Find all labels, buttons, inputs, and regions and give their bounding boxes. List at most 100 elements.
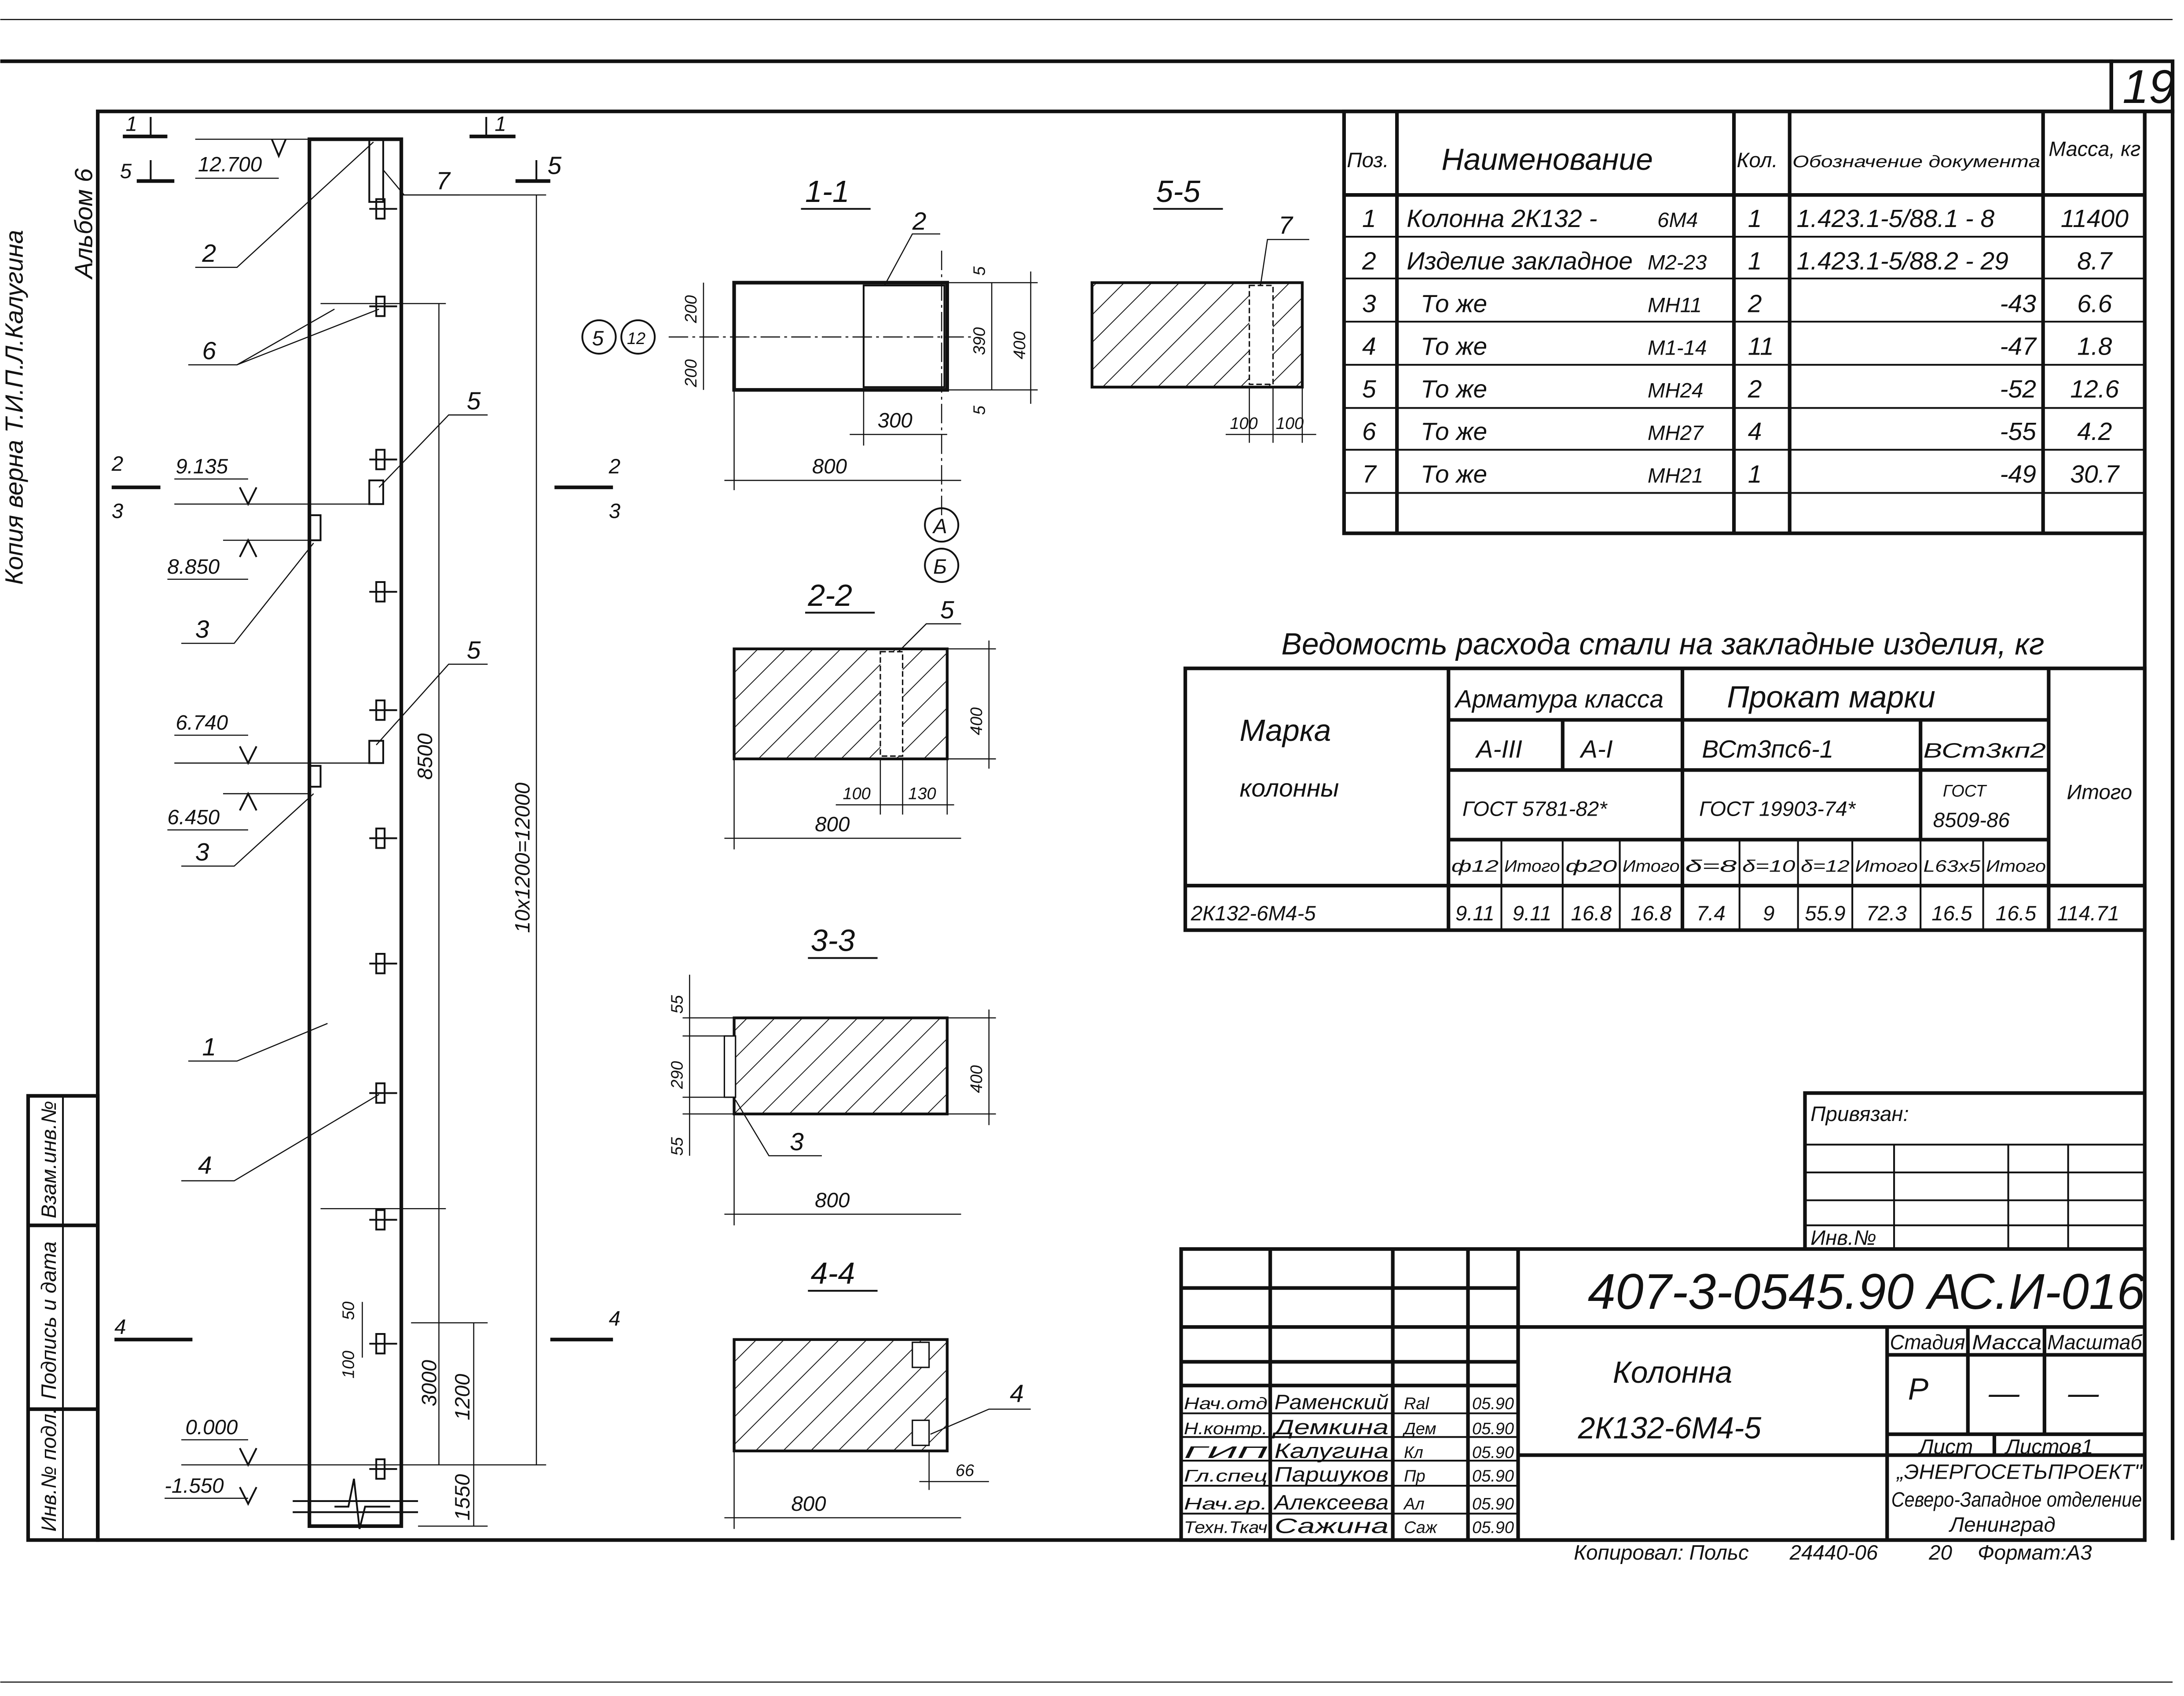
cut-1-right: 1 bbox=[495, 113, 506, 136]
spec-doc: 1.423.1-5/88.1 - 8 bbox=[1797, 205, 1995, 233]
spec-mass: 1.8 bbox=[2077, 332, 2112, 360]
pos-label: 5 bbox=[940, 596, 954, 624]
embedded-part-7 bbox=[368, 138, 385, 203]
header-mark-2: колонны bbox=[1239, 774, 1339, 802]
stage-header: Стадия bbox=[1890, 1331, 1965, 1354]
signer-role: Н.контр. bbox=[1184, 1420, 1268, 1438]
dim: 800 bbox=[791, 1492, 826, 1516]
footer: Копировал: Польс 24440-06 20 Формат:А3 bbox=[1574, 1541, 2092, 1564]
cut-5-left: 5 bbox=[120, 160, 132, 183]
gost-label: ГОСТ bbox=[1943, 782, 1987, 800]
cut-2-left: 2 bbox=[111, 452, 123, 476]
spec-doc: -55 bbox=[2000, 418, 2037, 446]
mass-header: Масса bbox=[1972, 1331, 2041, 1354]
signer-name: Раменский bbox=[1275, 1391, 1389, 1414]
section-4-4: 4-4 4 66 800 bbox=[724, 1256, 1031, 1529]
gost-19903: ГОСТ 19903-74* bbox=[1699, 798, 1856, 821]
steel-value: 55.9 bbox=[1805, 902, 1845, 925]
org-city: Ленинград bbox=[1949, 1513, 2056, 1537]
spec-name: То же bbox=[1421, 290, 1487, 318]
cut-3-left: 3 bbox=[112, 499, 123, 523]
signer-signature: Ал bbox=[1403, 1495, 1425, 1513]
spec-mark: М2-23 bbox=[1648, 251, 1707, 275]
leader-3b: 3 bbox=[195, 838, 209, 866]
dim: 400 bbox=[1011, 331, 1029, 359]
steel-subheader: Итого bbox=[1623, 857, 1680, 875]
steel-table: Ведомость расхода стали на закладные изд… bbox=[1183, 627, 2147, 932]
section-5-5: 5-5 7 100 100 bbox=[1090, 174, 1316, 443]
format-label: Формат:А3 bbox=[1978, 1541, 2092, 1564]
binding-label: Привязан: bbox=[1810, 1103, 1909, 1126]
steel-value: 16.5 bbox=[1996, 902, 2037, 925]
cut-1-left: 1 bbox=[125, 113, 137, 136]
elevation-6740: 6.740 bbox=[176, 711, 228, 734]
leader-7: 7 bbox=[436, 167, 451, 195]
signer-signature: Кл bbox=[1404, 1443, 1423, 1462]
spec-doc: -43 bbox=[2000, 290, 2037, 318]
dim: 100 bbox=[1230, 414, 1257, 433]
steel-value: 16.5 bbox=[1931, 902, 1972, 925]
section-title: 1-1 bbox=[805, 174, 850, 209]
section-title: 5-5 bbox=[1156, 174, 1201, 209]
header-rebar: Арматура класса bbox=[1454, 685, 1664, 713]
pos-label: 3 bbox=[790, 1128, 804, 1156]
spec-mark: М1-14 bbox=[1648, 336, 1707, 359]
axis-bubble-5: 5 bbox=[592, 327, 604, 350]
copied-by: Копировал: Польс bbox=[1574, 1541, 1749, 1564]
embedded-part-3 bbox=[308, 765, 322, 788]
spec-qty: 2 bbox=[1748, 375, 1762, 403]
section-1-1: 1-1 2 200 200 390 400 5 5 300 800 5 12 А… bbox=[581, 174, 1038, 583]
spec-pos: 4 bbox=[1362, 332, 1376, 360]
header-qty: Кол. bbox=[1737, 149, 1777, 172]
spec-mass: 11400 bbox=[2061, 205, 2129, 233]
dim-3000: 3000 bbox=[418, 1360, 441, 1407]
dim-1550: 1550 bbox=[451, 1474, 474, 1521]
dim: 390 bbox=[970, 327, 989, 355]
leader-3: 3 bbox=[195, 615, 209, 644]
spec-qty: 1 bbox=[1748, 460, 1762, 488]
leader-2: 2 bbox=[202, 239, 216, 267]
section-3-3: 3-3 55 290 55 400 3 800 bbox=[668, 923, 996, 1226]
spec-name: Колонна 2К132 - bbox=[1407, 205, 1597, 233]
signer-role: ГИП bbox=[1184, 1443, 1268, 1462]
signer-name: Сажина bbox=[1275, 1515, 1389, 1538]
pos-label: 7 bbox=[1279, 212, 1294, 240]
signature-date-label: Подпись и дата bbox=[37, 1242, 61, 1399]
spec-pos: 1 bbox=[1362, 205, 1376, 233]
dim: 800 bbox=[815, 813, 850, 836]
elevation-12700: 12.700 bbox=[198, 153, 262, 176]
dim: 400 bbox=[967, 1065, 986, 1093]
steel-table-cells: ф129.11Итого9.11ф2016.8Итого16.8δ=87.4δ=… bbox=[1451, 857, 2046, 925]
header-doc: Обозначение документа bbox=[1792, 153, 2040, 171]
section-title: 3-3 bbox=[811, 923, 855, 958]
spec-pos: 6 bbox=[1362, 418, 1376, 446]
spec-name: То же bbox=[1421, 375, 1487, 403]
class-a1: А-I bbox=[1579, 735, 1613, 763]
mass-value: — bbox=[1988, 1376, 2020, 1410]
spec-doc: -49 bbox=[2000, 460, 2036, 488]
pos-label: 4 bbox=[1010, 1380, 1024, 1408]
signer-role: Нач.отд bbox=[1184, 1395, 1268, 1413]
spec-name: Изделие закладное bbox=[1407, 247, 1633, 275]
spec-pos: 7 bbox=[1362, 460, 1377, 488]
spec-mark: МН24 bbox=[1648, 379, 1704, 402]
spec-mass: 4.2 bbox=[2077, 418, 2112, 446]
spec-name: То же bbox=[1421, 332, 1487, 360]
leader-4: 4 bbox=[198, 1151, 212, 1180]
elevation-marks: 12.700 9.135 8.850 6.740 6.450 0.000 -1.… bbox=[165, 139, 402, 1506]
section-cut-marks: 1 1 5 5 2 3 2 3 4 4 bbox=[111, 113, 620, 1341]
dim: 800 bbox=[815, 1189, 850, 1212]
pos-label: 2 bbox=[912, 207, 927, 235]
sheet-number: 19 bbox=[2122, 60, 2175, 113]
steel-subheader: Итого bbox=[1855, 857, 1917, 875]
class-vst3ps: ВСт3пс6-1 bbox=[1702, 735, 1833, 763]
scale-value: — bbox=[2068, 1376, 2100, 1410]
leader-5b: 5 bbox=[467, 636, 481, 664]
axis-bubble-12: 12 bbox=[627, 330, 645, 348]
sheet-label: Лист bbox=[1918, 1435, 1973, 1458]
header-name: Наименование bbox=[1441, 142, 1653, 176]
stage-value: Р bbox=[1908, 1372, 1928, 1406]
steel-subheader: Итого bbox=[1504, 857, 1560, 875]
dim-1200: 1200 bbox=[451, 1374, 474, 1421]
spec-name: То же bbox=[1421, 418, 1487, 446]
